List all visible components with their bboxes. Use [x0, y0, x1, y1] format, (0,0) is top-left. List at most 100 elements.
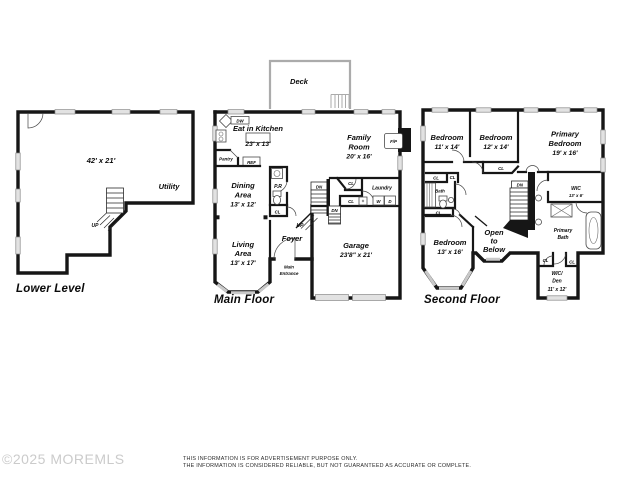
label-up: UP: [297, 223, 305, 229]
label-bath: Bath: [435, 189, 445, 194]
powder-room: [268, 165, 289, 207]
label-down: DN: [316, 184, 323, 189]
label-open-below-2: to: [490, 237, 497, 246]
lower-level-windows: [15, 109, 178, 255]
label-closet: CL: [498, 166, 504, 171]
tub-icon: [585, 211, 602, 250]
disclaimer-line2: THE INFORMATION IS CONSIDERED RELIABLE, …: [183, 463, 471, 469]
label-dryer: D: [388, 199, 392, 204]
second-floor-door-arcs: [449, 149, 588, 266]
label-open-below-1: Open: [484, 228, 504, 237]
kitchen-island: [245, 132, 271, 143]
main-floor-plan: Deck DW Eat in Kitchen 23' x 13' Pantry …: [212, 59, 411, 306]
label-wic-dims: 13' x 6': [569, 193, 584, 198]
label-primary-bath-2: Bath: [557, 235, 568, 241]
label-dining-dims: 13' x 12': [230, 202, 256, 209]
plan-title-main-floor: Main Floor: [214, 294, 274, 306]
label-fireplace: F/P: [390, 139, 397, 144]
laundry-closet-walls: [310, 176, 402, 208]
label-wic-den-2: Den: [552, 279, 561, 285]
label-bedroom1-dims: 11' x 14': [435, 144, 460, 151]
label-deck: Deck: [290, 77, 309, 86]
label-open-below-3: Below: [483, 245, 506, 254]
plan-title-lower-level: Lower Level: [16, 283, 85, 295]
label-closet: CL: [450, 175, 456, 180]
primary-bath-fixtures: [550, 203, 602, 250]
second-floor-stairs: [503, 172, 542, 238]
label-lower-dims: 42' x 21': [86, 156, 116, 165]
railing-newel: [535, 194, 542, 202]
opening-post: [215, 215, 220, 220]
lower-level-door-arc: [27, 112, 44, 129]
label-lower-up: UP: [92, 223, 100, 229]
label-wic: WIC: [571, 186, 581, 192]
lower-level-plan: 42' x 21' Utility UP Lower Level: [15, 109, 195, 295]
label-garage: Garage: [343, 241, 369, 250]
dryer-icon: [384, 195, 396, 206]
disclaimer-line1: THIS INFORMATION IS FOR ADVERTISEMENT PU…: [183, 456, 358, 462]
label-down: DN: [331, 208, 338, 213]
deck-outline: [268, 59, 352, 109]
plan-title-second-floor: Second Floor: [424, 294, 500, 306]
label-bedroom1: Bedroom: [431, 133, 464, 142]
label-kitchen-dims: 23' x 13': [244, 141, 271, 148]
second-floor-plan: Bedroom 11' x 14' Bedroom 12' x 14' Prim…: [420, 107, 606, 306]
label-bedroom2-dims: 12' x 14': [483, 144, 509, 151]
dishwasher-icon: [230, 116, 250, 125]
label-bedroom4-dims: 13' x 16': [437, 249, 463, 256]
label-dining-2: Area: [234, 191, 252, 200]
label-primary-2: Bedroom: [549, 139, 582, 148]
label-closet: CL: [348, 199, 354, 204]
label-closet: CL: [433, 176, 439, 181]
label-wic-den-dims: 11' x 12': [548, 287, 568, 293]
label-bedroom2: Bedroom: [480, 133, 513, 142]
label-family-room-2: Room: [348, 143, 370, 152]
watermark-text: ©2025 MOREMLS: [2, 451, 125, 467]
second-floor-windows: [420, 107, 606, 301]
label-living-1: Living: [232, 240, 255, 249]
kitchen-sink-icon: [218, 113, 234, 129]
fireplace-icon: [384, 128, 411, 152]
foyer-closet: [268, 203, 297, 218]
main-floor-stairs: [295, 179, 330, 231]
lower-level-exterior-walls: [16, 110, 195, 275]
label-eat-in-kitchen: Eat in Kitchen: [233, 124, 283, 133]
label-main-entrance-2: Entrance: [280, 271, 299, 276]
label-closet: CL: [348, 181, 354, 186]
railing-newel: [535, 218, 542, 226]
lower-level-stairs: [96, 187, 124, 231]
garage-steps: [328, 205, 341, 225]
label-closet: CL: [275, 210, 281, 215]
hall-bath-fixtures: [424, 182, 454, 209]
label-ref: REF: [247, 160, 256, 165]
label-dw: DW: [236, 118, 244, 123]
label-closet: CL: [436, 211, 442, 216]
label-main-entrance-1: Main: [284, 265, 294, 270]
label-utility: Utility: [159, 182, 181, 191]
cooktop-icon: [215, 129, 227, 143]
label-primary-bath-1: Primary: [554, 228, 573, 234]
garage-doors: [315, 294, 386, 301]
label-living-dims: 13' x 17': [230, 260, 256, 267]
label-wic-den-1: WIC/: [551, 271, 563, 277]
label-primary-1: Primary: [551, 130, 580, 139]
label-foyer: Foyer: [282, 234, 304, 243]
main-floor-windows: [212, 109, 403, 295]
label-bedroom4: Bedroom: [434, 238, 467, 247]
opening-post: [263, 215, 268, 220]
label-living-2: Area: [234, 249, 252, 258]
label-garage-dims: 23'8" x 21': [339, 252, 372, 259]
pantry-walls: [213, 148, 262, 168]
washer-icon: [372, 195, 385, 206]
label-powder-room: P.R: [274, 184, 282, 190]
label-pantry: Pantry: [219, 157, 233, 162]
label-closet: CL: [543, 258, 549, 263]
second-floor-interior-walls: [421, 108, 605, 268]
label-closet: CL: [569, 260, 575, 265]
main-entrance-door-arc: [273, 237, 296, 260]
label-primary-dims: 19' x 16': [552, 150, 578, 157]
label-washer: W: [376, 199, 381, 204]
label-family-room-1: Family: [347, 133, 372, 142]
